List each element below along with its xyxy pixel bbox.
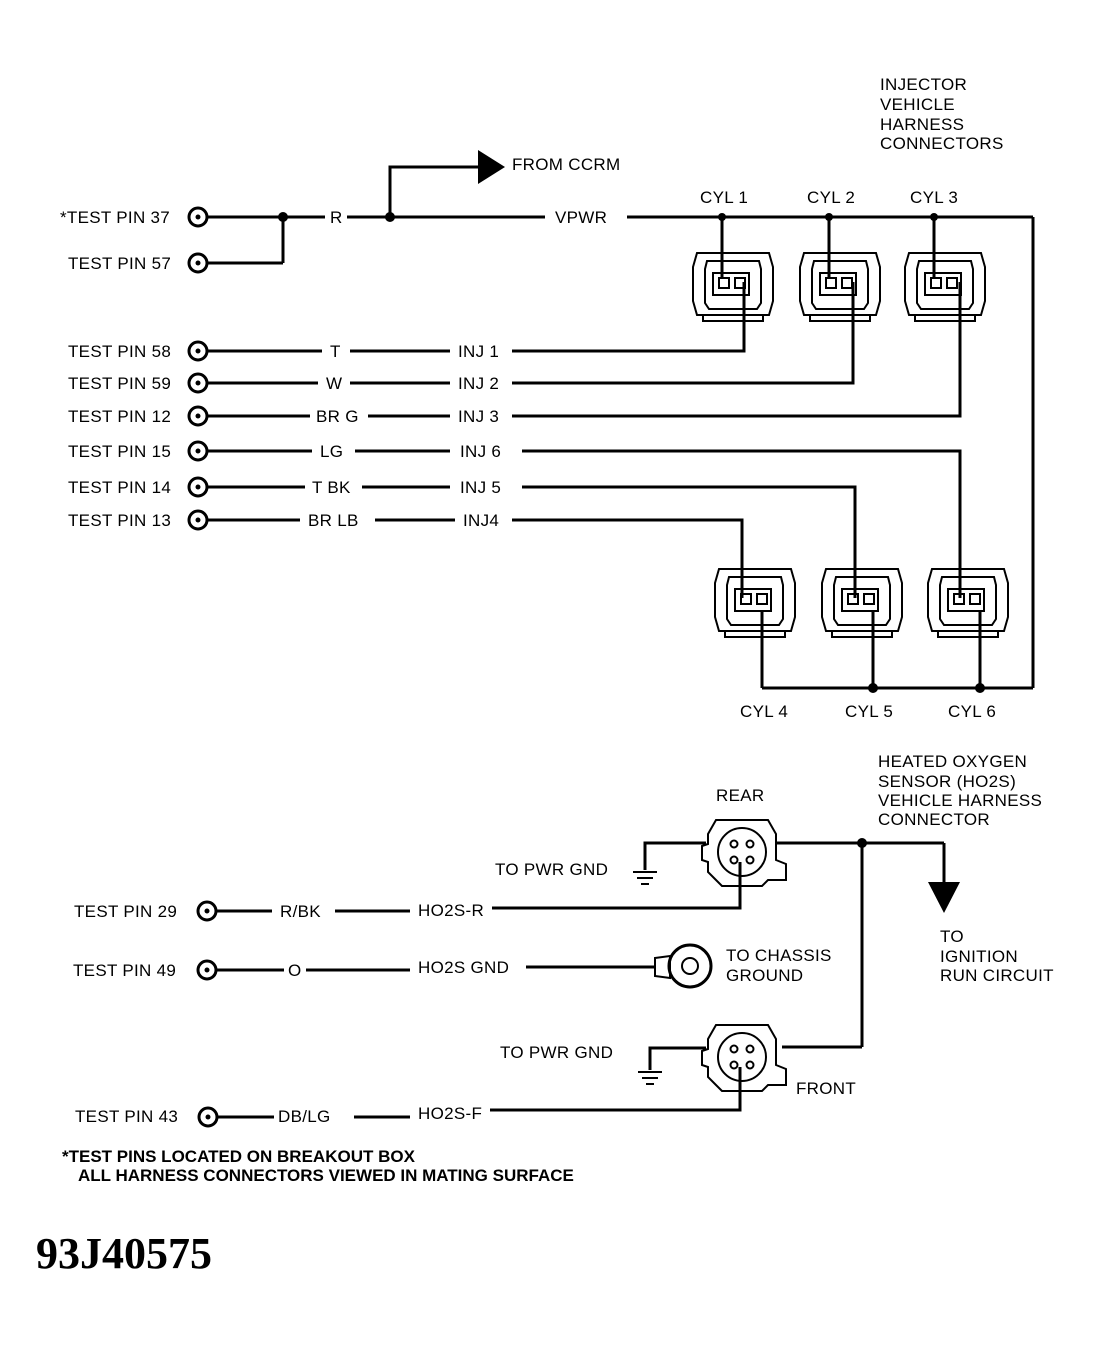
to-pwr-gnd-front: TO PWR GND <box>500 1043 613 1062</box>
wire-color-br-lb: BR LB <box>308 511 359 530</box>
wire-color-r-bk: R/BK <box>280 902 321 921</box>
injector-connector-cyl6 <box>927 568 1009 638</box>
rear-label: REAR <box>716 786 764 805</box>
svg-text:HEATED OXYGEN: HEATED OXYGEN <box>878 752 1027 771</box>
wire-color-lg: LG <box>320 442 343 461</box>
injector-connector-cyl3 <box>904 252 986 322</box>
test-pin-43-label: TEST PIN 43 <box>75 1107 178 1126</box>
test-pin-15-label: TEST PIN 15 <box>68 442 171 461</box>
signal-inj-6: INJ 6 <box>460 442 501 461</box>
svg-text:VEHICLE: VEHICLE <box>880 95 955 114</box>
injector-connector-cyl2 <box>799 252 881 322</box>
test-pin-37-label: *TEST PIN 37 <box>60 208 170 227</box>
test-pin-14-label: TEST PIN 14 <box>68 478 171 497</box>
from-ccrm-label: FROM CCRM <box>512 155 620 174</box>
test-pin-59-label: TEST PIN 59 <box>68 374 171 393</box>
to-ignition-label: TO IGNITION RUN CIRCUIT <box>940 927 1054 985</box>
chassis-ground-icon <box>654 943 713 989</box>
wire-color-o: O <box>288 961 302 980</box>
test-pin-29-label: TEST PIN 29 <box>74 902 177 921</box>
signal-ho2s-gnd: HO2S GND <box>418 958 509 977</box>
injector-pins <box>187 282 982 688</box>
test-pin-12-label: TEST PIN 12 <box>68 407 171 426</box>
wire-color-w: W <box>326 374 342 393</box>
cyl-6-label: CYL 6 <box>948 702 996 721</box>
figure-id: 93J40575 <box>36 1229 212 1278</box>
front-label: FRONT <box>796 1079 856 1098</box>
ground-label: GROUND <box>726 966 803 985</box>
footnote-breakout-box: *TEST PINS LOCATED ON BREAKOUT BOX <box>62 1147 416 1166</box>
cyl-3-label: CYL 3 <box>910 188 958 207</box>
injector-connector-cyl1 <box>692 252 774 322</box>
arrow-down-icon <box>928 882 960 913</box>
ho2s-header: HEATED OXYGEN SENSOR (HO2S) VEHICLE HARN… <box>878 752 1042 829</box>
cyl-2-label: CYL 2 <box>807 188 855 207</box>
svg-text:TO: TO <box>940 927 964 946</box>
svg-text:CONNECTORS: CONNECTORS <box>880 134 1004 153</box>
test-pin-13-label: TEST PIN 13 <box>68 511 171 530</box>
svg-text:HARNESS: HARNESS <box>880 115 964 134</box>
injector-header: INJECTOR VEHICLE HARNESS CONNECTORS <box>880 75 1004 153</box>
signal-inj-3: INJ 3 <box>458 407 499 426</box>
test-pin-57-label: TEST PIN 57 <box>68 254 171 273</box>
test-pin-49-label: TEST PIN 49 <box>73 961 176 980</box>
arrow-right-icon <box>478 150 505 184</box>
svg-text:CONNECTOR: CONNECTOR <box>878 810 990 829</box>
ho2s-connector-rear <box>701 819 787 887</box>
svg-text:VEHICLE HARNESS: VEHICLE HARNESS <box>878 791 1042 810</box>
injector-connector-cyl5 <box>821 568 903 638</box>
signal-ho2s-r: HO2S-R <box>418 901 484 920</box>
wire-color-br-g: BR G <box>316 407 359 426</box>
wire-color-db-lg: DB/LG <box>278 1107 331 1126</box>
signal-inj-1: INJ 1 <box>458 342 499 361</box>
to-pwr-gnd-rear: TO PWR GND <box>495 860 608 879</box>
svg-text:SENSOR (HO2S): SENSOR (HO2S) <box>878 772 1016 791</box>
cyl-5-label: CYL 5 <box>845 702 893 721</box>
ho2s-connector-front <box>701 1024 787 1092</box>
svg-text:INJECTOR: INJECTOR <box>880 75 967 94</box>
signal-inj-2: INJ 2 <box>458 374 499 393</box>
footnote-mating-surface: ALL HARNESS CONNECTORS VIEWED IN MATING … <box>78 1166 574 1185</box>
signal-inj-4: INJ4 <box>463 511 499 530</box>
cyl-1-label: CYL 1 <box>700 188 748 207</box>
wire-color-t: T <box>330 342 341 361</box>
svg-text:RUN CIRCUIT: RUN CIRCUIT <box>940 966 1054 985</box>
injector-connector-cyl4 <box>714 568 796 638</box>
ho2s-wiring <box>196 838 960 1128</box>
vpwr-label: VPWR <box>555 208 607 227</box>
svg-text:IGNITION: IGNITION <box>940 947 1018 966</box>
wire-color-r: R <box>330 208 343 227</box>
signal-inj-5: INJ 5 <box>460 478 501 497</box>
cyl-4-label: CYL 4 <box>740 702 788 721</box>
test-pin-58-label: TEST PIN 58 <box>68 342 171 361</box>
wire-color-t-bk: T BK <box>312 478 351 497</box>
to-chassis-label: TO CHASSIS <box>726 946 832 965</box>
signal-ho2s-f: HO2S-F <box>418 1104 482 1123</box>
